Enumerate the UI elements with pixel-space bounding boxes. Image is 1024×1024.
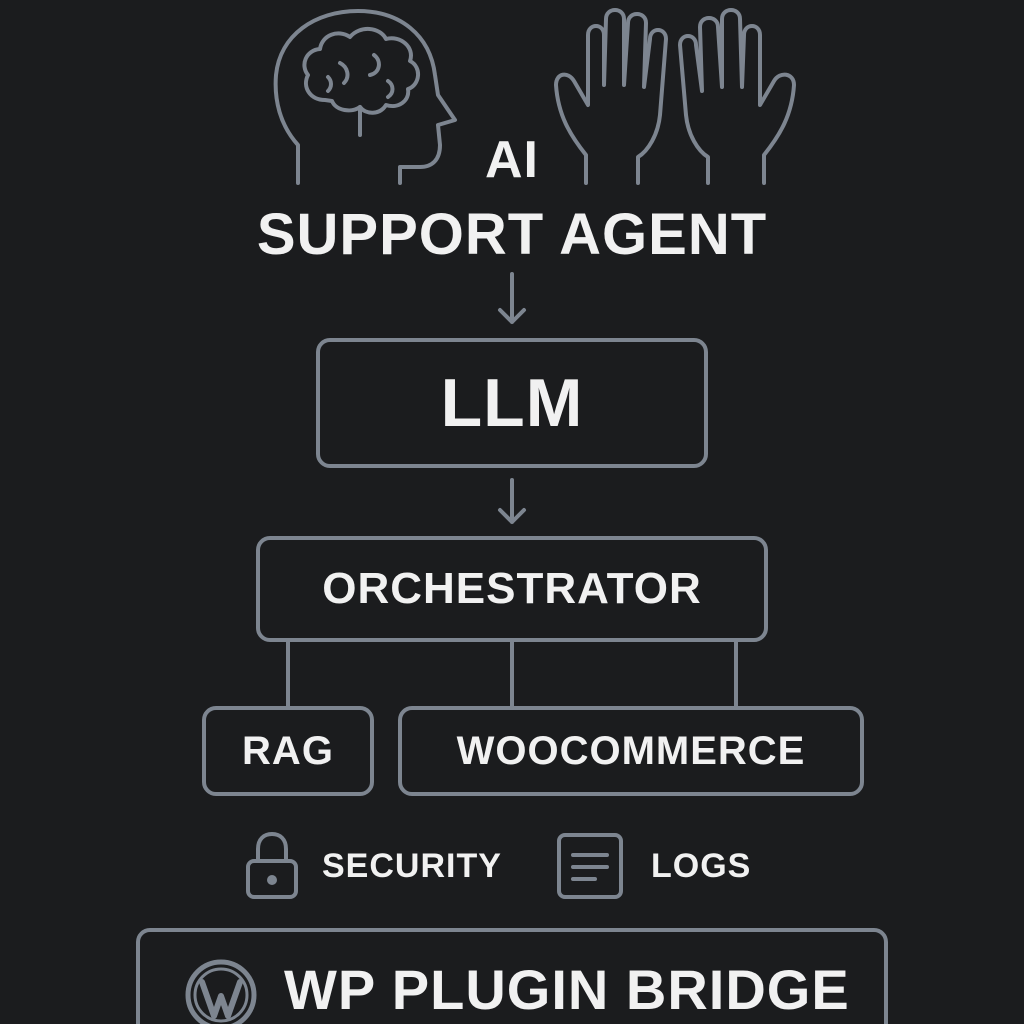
rag-node: RAG [202, 706, 374, 796]
brain-head-icon [273, 9, 457, 185]
connector-line [510, 642, 514, 708]
logs-label: LOGS [651, 846, 752, 885]
security-label: SECURITY [322, 846, 502, 885]
wp-plugin-bridge-label: WP PLUGIN BRIDGE [284, 958, 850, 1021]
woocommerce-label: WOOCOMMERCE [456, 728, 806, 773]
llm-node: LLM [316, 338, 708, 468]
wp-plugin-bridge-node: WP PLUGIN BRIDGE [136, 928, 888, 1024]
raised-hands-icon [554, 8, 796, 185]
title-line-2: SUPPORT AGENT [256, 202, 768, 267]
arrow-down-icon [498, 272, 526, 324]
lock-icon [246, 832, 298, 899]
logs-item: LOGS [555, 830, 751, 902]
llm-label: LLM [440, 365, 584, 441]
orchestrator-label: ORCHESTRATOR [322, 564, 702, 613]
title-line-1: AI [485, 131, 539, 189]
arrow-down-icon [498, 478, 526, 524]
security-item: SECURITY [244, 830, 502, 902]
connector-line [286, 642, 290, 708]
document-lines-icon [557, 833, 623, 899]
orchestrator-node: ORCHESTRATOR [256, 536, 768, 642]
woocommerce-node: WOOCOMMERCE [398, 706, 864, 796]
connector-line [734, 642, 738, 708]
wordpress-logo-icon [185, 959, 257, 1024]
rag-label: RAG [242, 728, 334, 773]
